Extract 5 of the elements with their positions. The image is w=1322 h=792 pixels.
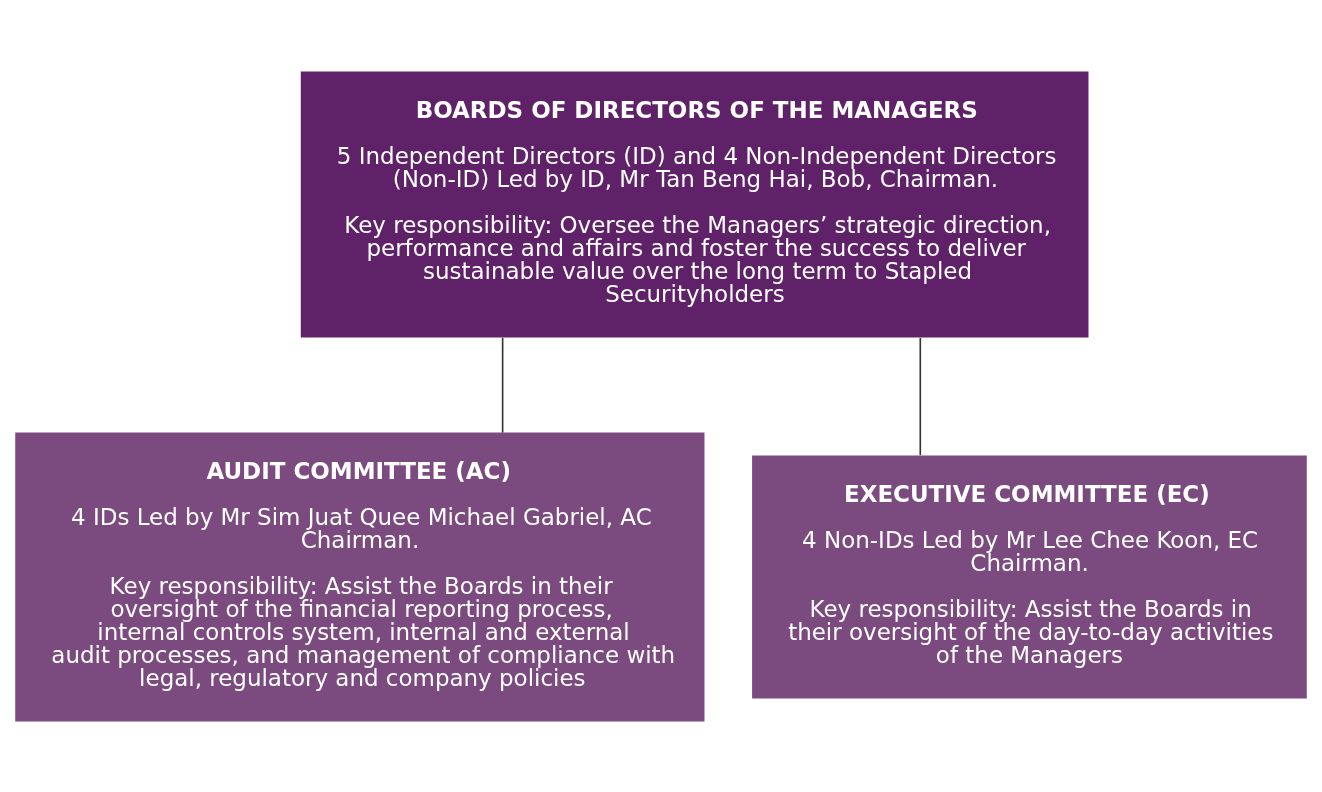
connector	[919, 336, 922, 456]
node-box: AUDIT COMMITTEE (AC) 4 IDs Led by Mr Sim Juat Quee Michael Gabriel, AC Chairman. Key responsibility: Assist the Boards in their oversight of the financial reporting process, internal controls system, internal and external audit processes, and management of compliance with legal, regulatory and company policies	[15, 432, 705, 721]
connector	[501, 336, 504, 433]
node-box: EXECUTIVE COMMITTEE (EC) 4 Non-IDs Led by Mr Lee Chee Koon, EC Chairman. Key responsibility: Assist the Boards in their oversight of the day-to-day activities of the Managers	[752, 455, 1307, 698]
node-box: BOARDS OF DIRECTORS OF THE MANAGERS 5 Independent Directors (ID) and 4 Non-Independent Directors (Non-ID) Led by ID, Mr Tan Beng Hai, Bob, Chairman. Key responsibility: Oversee the Managers’ strategic direction, performance and affairs and foster the success to deliver sustainable value over the long term to Stapled Securityholders	[300, 71, 1089, 337]
